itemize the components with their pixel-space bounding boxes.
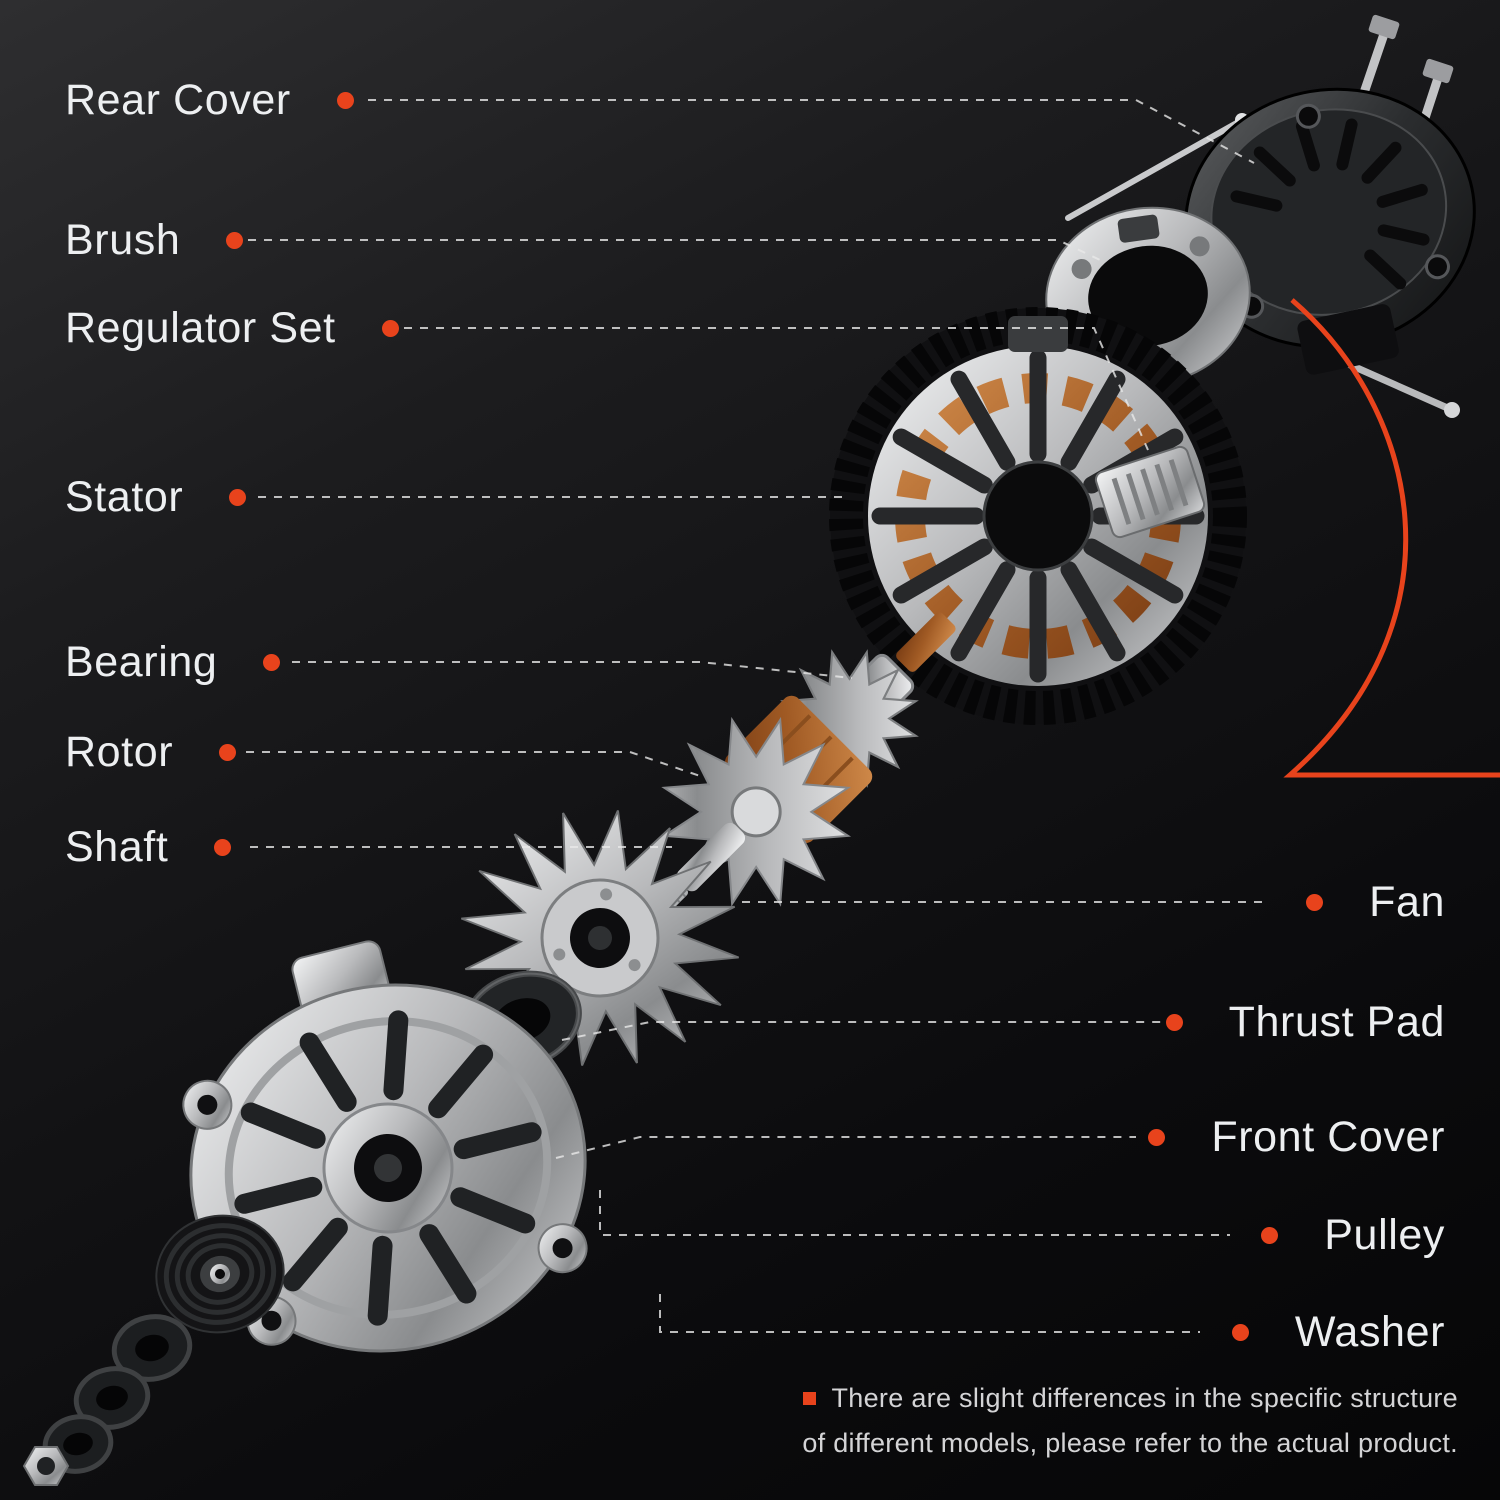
front-cover-part bbox=[182, 940, 588, 1353]
label-rear-cover-text: Rear Cover bbox=[65, 76, 291, 124]
label-fan-dot bbox=[1306, 893, 1324, 911]
label-brush-dot bbox=[226, 231, 244, 249]
label-rear-cover: Rear Cover bbox=[65, 74, 354, 126]
accent-arc bbox=[1283, 298, 1500, 778]
slip-ring-part bbox=[896, 612, 956, 672]
stator-part bbox=[829, 307, 1247, 725]
label-shaft-dot bbox=[214, 838, 232, 856]
label-fan-text: Fan bbox=[1369, 878, 1445, 926]
label-bearing-text: Bearing bbox=[65, 638, 218, 686]
leader-pulley bbox=[599, 1190, 1230, 1236]
label-washer: Washer bbox=[1231, 1306, 1445, 1358]
label-regulator-set: Regulator Set bbox=[65, 302, 399, 354]
label-stator-dot bbox=[229, 488, 247, 506]
rear-cover-vents bbox=[1230, 118, 1430, 290]
disclaimer-line-2: of different models, please refer to the… bbox=[802, 1421, 1458, 1466]
label-thrust-pad-text: Thrust Pad bbox=[1228, 998, 1445, 1046]
label-washer-dot bbox=[1231, 1323, 1249, 1341]
leader-rotor bbox=[246, 751, 701, 777]
label-stator-text: Stator bbox=[65, 473, 184, 521]
label-regulator-set-dot bbox=[381, 319, 399, 337]
label-bearing-dot bbox=[263, 653, 281, 671]
leader-rear-cover bbox=[368, 99, 1255, 164]
pulley-part bbox=[155, 1214, 285, 1334]
label-rear-cover-dot bbox=[336, 91, 354, 109]
label-bearing: Bearing bbox=[65, 636, 281, 688]
regulator-fins bbox=[1111, 459, 1189, 525]
rotor-hub bbox=[730, 786, 782, 838]
label-pulley-text: Pulley bbox=[1324, 1211, 1445, 1259]
front-cover-slots bbox=[234, 1010, 542, 1326]
label-washer-text: Washer bbox=[1294, 1308, 1445, 1356]
disclaimer-bullet-icon bbox=[802, 1392, 816, 1405]
disclaimer-line-2-text: of different models, please refer to the… bbox=[802, 1428, 1458, 1458]
label-fan: Fan bbox=[1306, 876, 1445, 928]
label-rotor-text: Rotor bbox=[65, 728, 174, 776]
leader-thrust-pad bbox=[561, 1021, 1166, 1041]
leader-lines bbox=[232, 99, 1262, 1333]
label-thrust-pad: Thrust Pad bbox=[1165, 996, 1445, 1048]
disclaimer-line-1-text: There are slight differences in the spec… bbox=[831, 1383, 1458, 1413]
leader-front-cover bbox=[555, 1136, 1136, 1159]
disclaimer: There are slight differences in the spec… bbox=[802, 1376, 1458, 1466]
leader-brush bbox=[232, 239, 1101, 261]
label-front-cover: Front Cover bbox=[1148, 1111, 1445, 1163]
leader-bearing bbox=[292, 661, 853, 679]
label-shaft: Shaft bbox=[65, 821, 232, 873]
leader-washer bbox=[659, 1294, 1200, 1333]
label-brush-text: Brush bbox=[65, 216, 181, 264]
label-thrust-pad-dot bbox=[1165, 1013, 1183, 1031]
washer-part bbox=[22, 1314, 193, 1486]
label-rotor-dot bbox=[219, 743, 237, 761]
label-pulley-dot bbox=[1261, 1226, 1279, 1244]
stator-slots bbox=[871, 349, 1205, 683]
nut-part bbox=[22, 1446, 70, 1486]
label-front-cover-text: Front Cover bbox=[1211, 1113, 1445, 1161]
label-front-cover-dot bbox=[1148, 1128, 1166, 1146]
label-rotor: Rotor bbox=[65, 726, 237, 778]
label-regulator-set-text: Regulator Set bbox=[65, 304, 336, 352]
label-pulley: Pulley bbox=[1261, 1209, 1445, 1261]
fan-part bbox=[442, 789, 758, 1087]
leader-regulator-set bbox=[404, 327, 1149, 451]
label-shaft-text: Shaft bbox=[65, 823, 169, 871]
label-stator: Stator bbox=[65, 471, 247, 523]
label-brush: Brush bbox=[65, 214, 244, 266]
disclaimer-line-1: There are slight differences in the spec… bbox=[802, 1376, 1458, 1421]
regulator-set-part bbox=[1094, 445, 1206, 539]
